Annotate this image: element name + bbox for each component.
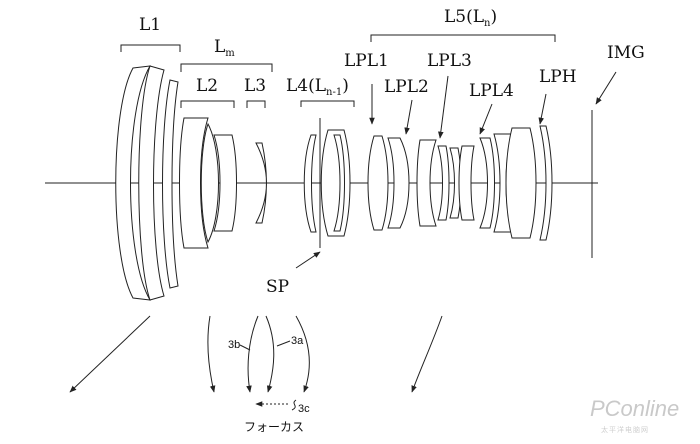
trajectory-L4 [295,315,310,393]
pointer-LPL4 [479,103,493,135]
label-3c: 3c [298,403,310,415]
lens-LPL3-a [437,145,450,221]
label-Lm: Lm [214,37,235,59]
lens-L4-a [303,134,317,233]
watermark-tagline: 太平洋电脑网 [601,425,649,434]
pointer-LPL2 [404,99,413,135]
bracket-L4 [300,100,355,107]
leader-3c [291,399,297,411]
lens-LPL2 [387,137,410,229]
lens-LPL2-b [416,139,437,227]
lens-L3 [255,142,267,224]
watermark-logo: PConline [590,396,679,421]
trajectory-L5 [411,315,443,393]
leader-3a [276,340,291,347]
label-LPL4: LPL4 [469,81,514,101]
trajectory-L1 [69,315,151,393]
bracket-L2 [180,100,235,108]
bracket-Lm [180,63,273,72]
label-LPH: LPH [539,67,577,87]
lens-L1-b [138,65,165,301]
bracket-L1 [120,44,181,52]
label-L5: L5(Ln) [444,7,497,29]
label-LPL3: LPL3 [427,51,472,71]
trajectory-L2 [207,315,216,393]
label-L1: L1 [139,15,161,35]
label-L2: L2 [196,76,218,96]
pointer-LPL3 [438,75,449,139]
lens-LPL3-c [458,145,475,221]
bracket-L3 [246,100,266,108]
label-L3: L3 [244,76,266,96]
label-L4: L4(Ln-1) [286,76,349,98]
lens-L2-b [200,122,219,244]
label-IMG: IMG [607,43,645,63]
label-SP: SP [266,277,289,297]
trajectory-L3-3a [265,315,275,393]
label-3a: 3a [291,335,304,347]
label-3b: 3b [228,339,240,351]
lens-LPL1 [367,135,389,231]
bracket-L5 [370,34,556,42]
leader-3b [239,344,251,351]
lens-LPH [539,125,553,241]
lens-L1-c [162,79,179,289]
pointer-IMG [595,71,617,105]
lens-LPL4-c [505,127,537,239]
pointer-LPH [538,93,547,125]
lens-L4-c [333,134,345,232]
pointer-SP [295,251,321,269]
trajectory-L3-3b [246,315,259,393]
label-LPL1: LPL1 [344,51,389,71]
label-focus: フォーカス [244,420,304,434]
lens-L4-b [320,129,351,237]
lens-L2-a [179,117,209,249]
lens-L2-c [213,134,237,232]
label-LPL2: LPL2 [384,77,429,97]
lens-LPL4-a [479,137,495,229]
